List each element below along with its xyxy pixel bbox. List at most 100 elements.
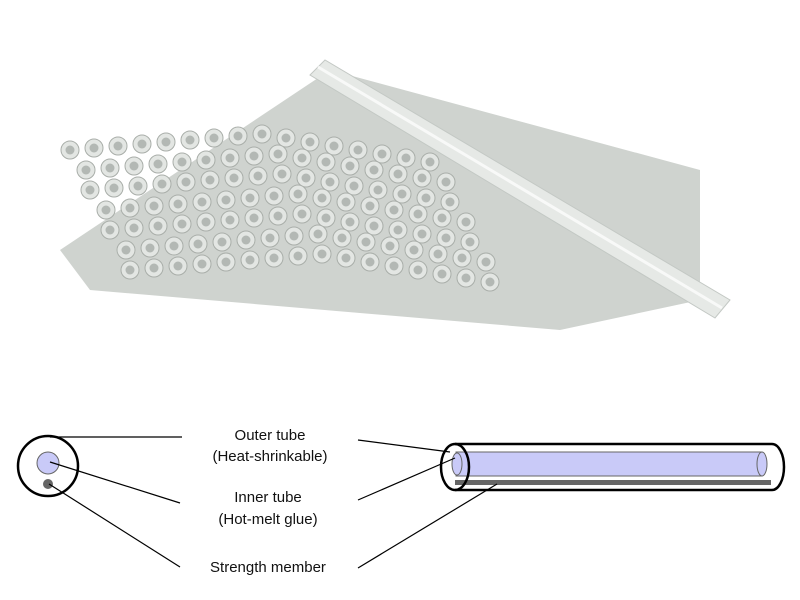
tube-bore <box>221 257 231 267</box>
tube-bore <box>393 169 403 179</box>
tube-bore <box>177 219 187 229</box>
tube-bore <box>353 145 363 155</box>
tube-bore <box>433 249 443 259</box>
tube-bore <box>201 155 211 165</box>
leader-lines <box>48 436 498 569</box>
tube-bore <box>293 189 303 199</box>
tube-bore <box>313 229 323 239</box>
tube-bore <box>349 181 359 191</box>
tube-bore <box>341 197 351 207</box>
tube-bore <box>185 135 195 145</box>
tube-bore <box>329 141 339 151</box>
tube-bore <box>385 241 395 251</box>
tube-bore <box>205 175 215 185</box>
tube-bore <box>457 253 467 263</box>
tube-bore <box>345 217 355 227</box>
tube-bore <box>421 193 431 203</box>
label-strength-member: Strength member <box>210 559 326 576</box>
tube-bore <box>209 133 219 143</box>
tube-bore <box>481 257 491 267</box>
label-outer-tube: Outer tube <box>235 427 306 444</box>
tube-bore <box>401 153 411 163</box>
label-inner-tube: Inner tube <box>234 489 302 506</box>
tube-bore <box>317 193 327 203</box>
tube-bore <box>245 255 255 265</box>
tube-bore <box>389 261 399 271</box>
tube-bore <box>89 143 99 153</box>
tube-bore <box>197 197 207 207</box>
tube-bore <box>417 229 427 239</box>
tube-bore <box>169 241 179 251</box>
label-outer-tube-note: (Heat-shrinkable) <box>212 448 327 465</box>
tube-bore <box>321 157 331 167</box>
tube-bore <box>157 179 167 189</box>
sleeves-photo <box>60 59 731 330</box>
tube-bore <box>397 189 407 199</box>
tube-bore <box>105 225 115 235</box>
tube-bore <box>129 161 139 171</box>
tube-bore <box>325 177 335 187</box>
tube-bore <box>269 191 279 201</box>
tube-bore <box>289 231 299 241</box>
tube-bore <box>337 233 347 243</box>
tube-bore <box>389 205 399 215</box>
cross-section <box>16 434 80 498</box>
tube-bore <box>257 129 267 139</box>
tube-bore <box>305 137 315 147</box>
tube-bore <box>345 161 355 171</box>
tube-bore <box>461 273 471 283</box>
tube-bore <box>153 159 163 169</box>
tube-bore <box>413 209 423 219</box>
tube-bore <box>125 203 135 213</box>
tube-bore <box>277 169 287 179</box>
label-inner-tube-note: (Hot-melt glue) <box>218 511 317 528</box>
tube-bore <box>273 149 283 159</box>
outer-tube-end <box>439 442 471 492</box>
tube-bore <box>409 245 419 255</box>
tube-bore <box>225 215 235 225</box>
tube-bore <box>301 173 311 183</box>
tube-bore <box>109 183 119 193</box>
tube-bore <box>225 153 235 163</box>
tube-bore <box>369 221 379 231</box>
tube-bore <box>177 157 187 167</box>
tube-bore <box>193 239 203 249</box>
tube-bore <box>149 201 159 211</box>
side-view <box>439 442 786 492</box>
tube-bore <box>377 149 387 159</box>
tube-bore <box>173 199 183 209</box>
tube-bore <box>153 221 163 231</box>
tube-bore <box>145 243 155 253</box>
tube-bore <box>241 235 251 245</box>
tube-bore <box>173 261 183 271</box>
tube-bore <box>129 223 139 233</box>
tube-bore <box>369 165 379 175</box>
tube-bore <box>317 249 327 259</box>
tube-bore <box>201 217 211 227</box>
tube-bore <box>233 131 243 141</box>
inner-tube-side <box>455 451 763 477</box>
tube-bore <box>161 137 171 147</box>
tube-bore <box>297 209 307 219</box>
tube-bore <box>101 205 111 215</box>
tube-bore <box>293 251 303 261</box>
tube-bore <box>425 157 435 167</box>
tube-bore <box>149 263 159 273</box>
tube-bore <box>265 233 275 243</box>
tube-bore <box>249 213 259 223</box>
tube-bore <box>461 217 471 227</box>
tube-bore <box>341 253 351 263</box>
tube-bore <box>373 185 383 195</box>
tube-bore <box>321 213 331 223</box>
tube-bore <box>125 265 135 275</box>
tube-bore <box>81 165 91 175</box>
tube-bore <box>113 141 123 151</box>
tube-bore <box>393 225 403 235</box>
tube-bore <box>85 185 95 195</box>
tube-bore <box>221 195 231 205</box>
tube-bore <box>269 253 279 263</box>
tube-bore <box>197 259 207 269</box>
tube-bore <box>137 139 147 149</box>
tube-bore <box>181 177 191 187</box>
tube-bore <box>485 277 495 287</box>
